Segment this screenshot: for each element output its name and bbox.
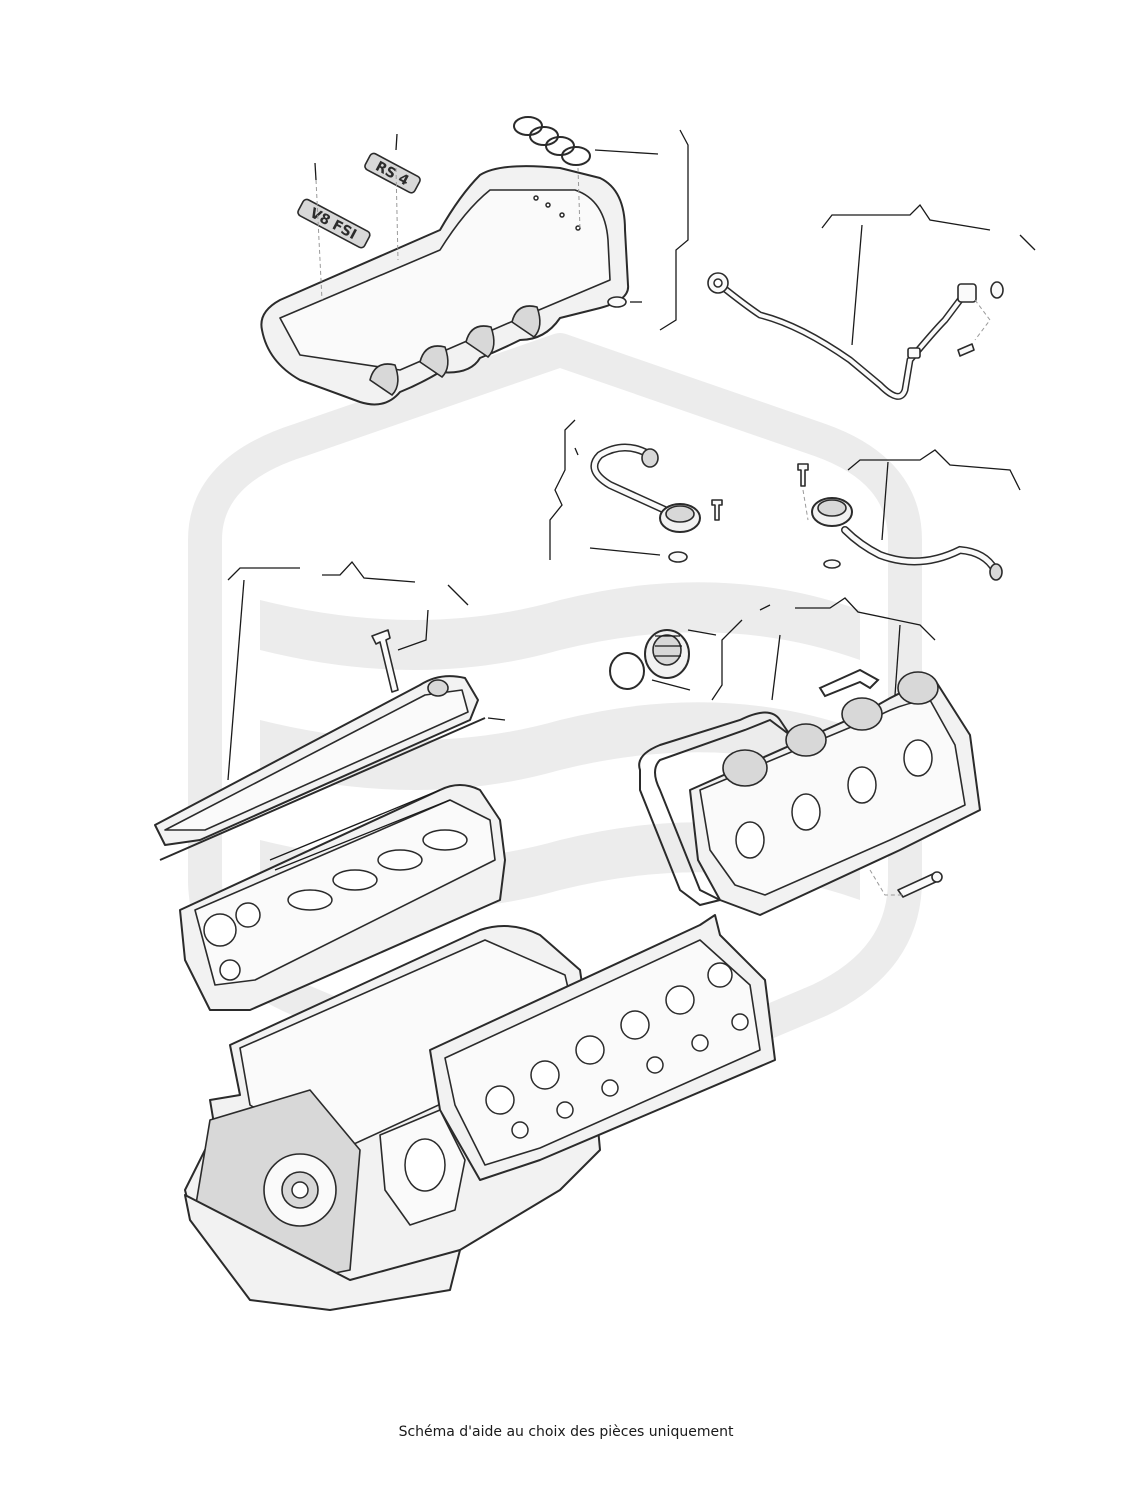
cover-grommet[interactable] bbox=[607, 296, 627, 308]
valve-cover-left-leaders bbox=[227, 560, 506, 781]
valve-cover-right[interactable] bbox=[689, 671, 981, 916]
rs4-emblem[interactable]: RS 4 bbox=[364, 152, 422, 194]
breather-hose-right-leaders bbox=[802, 449, 1021, 541]
cylinder-head-right[interactable] bbox=[379, 914, 776, 1226]
breather-hose-left[interactable] bbox=[590, 443, 723, 563]
valve-cover-right-leaders bbox=[759, 597, 936, 896]
engine-cover-leaders bbox=[314, 129, 689, 331]
valve-cover-left[interactable] bbox=[154, 629, 486, 861]
breather-hose-right[interactable] bbox=[797, 463, 1003, 581]
breather-hose-left-leaders bbox=[549, 419, 661, 560]
breather-pipe-upper[interactable] bbox=[707, 272, 1004, 400]
oil-filler-leaders bbox=[651, 619, 743, 701]
v8-fsi-emblem[interactable]: V8 FSI bbox=[297, 198, 372, 249]
breather-pipe-upper-leaders bbox=[821, 203, 1036, 346]
valve-cover-gasket-right[interactable] bbox=[638, 668, 880, 907]
oil-filler-cap[interactable] bbox=[609, 629, 690, 690]
cylinder-head-left[interactable] bbox=[179, 784, 506, 1011]
engine-cover[interactable] bbox=[260, 165, 630, 406]
four-rings-emblem[interactable] bbox=[513, 116, 591, 166]
diagram-caption: Schéma d'aide au choix des pièces unique… bbox=[398, 1424, 734, 1440]
